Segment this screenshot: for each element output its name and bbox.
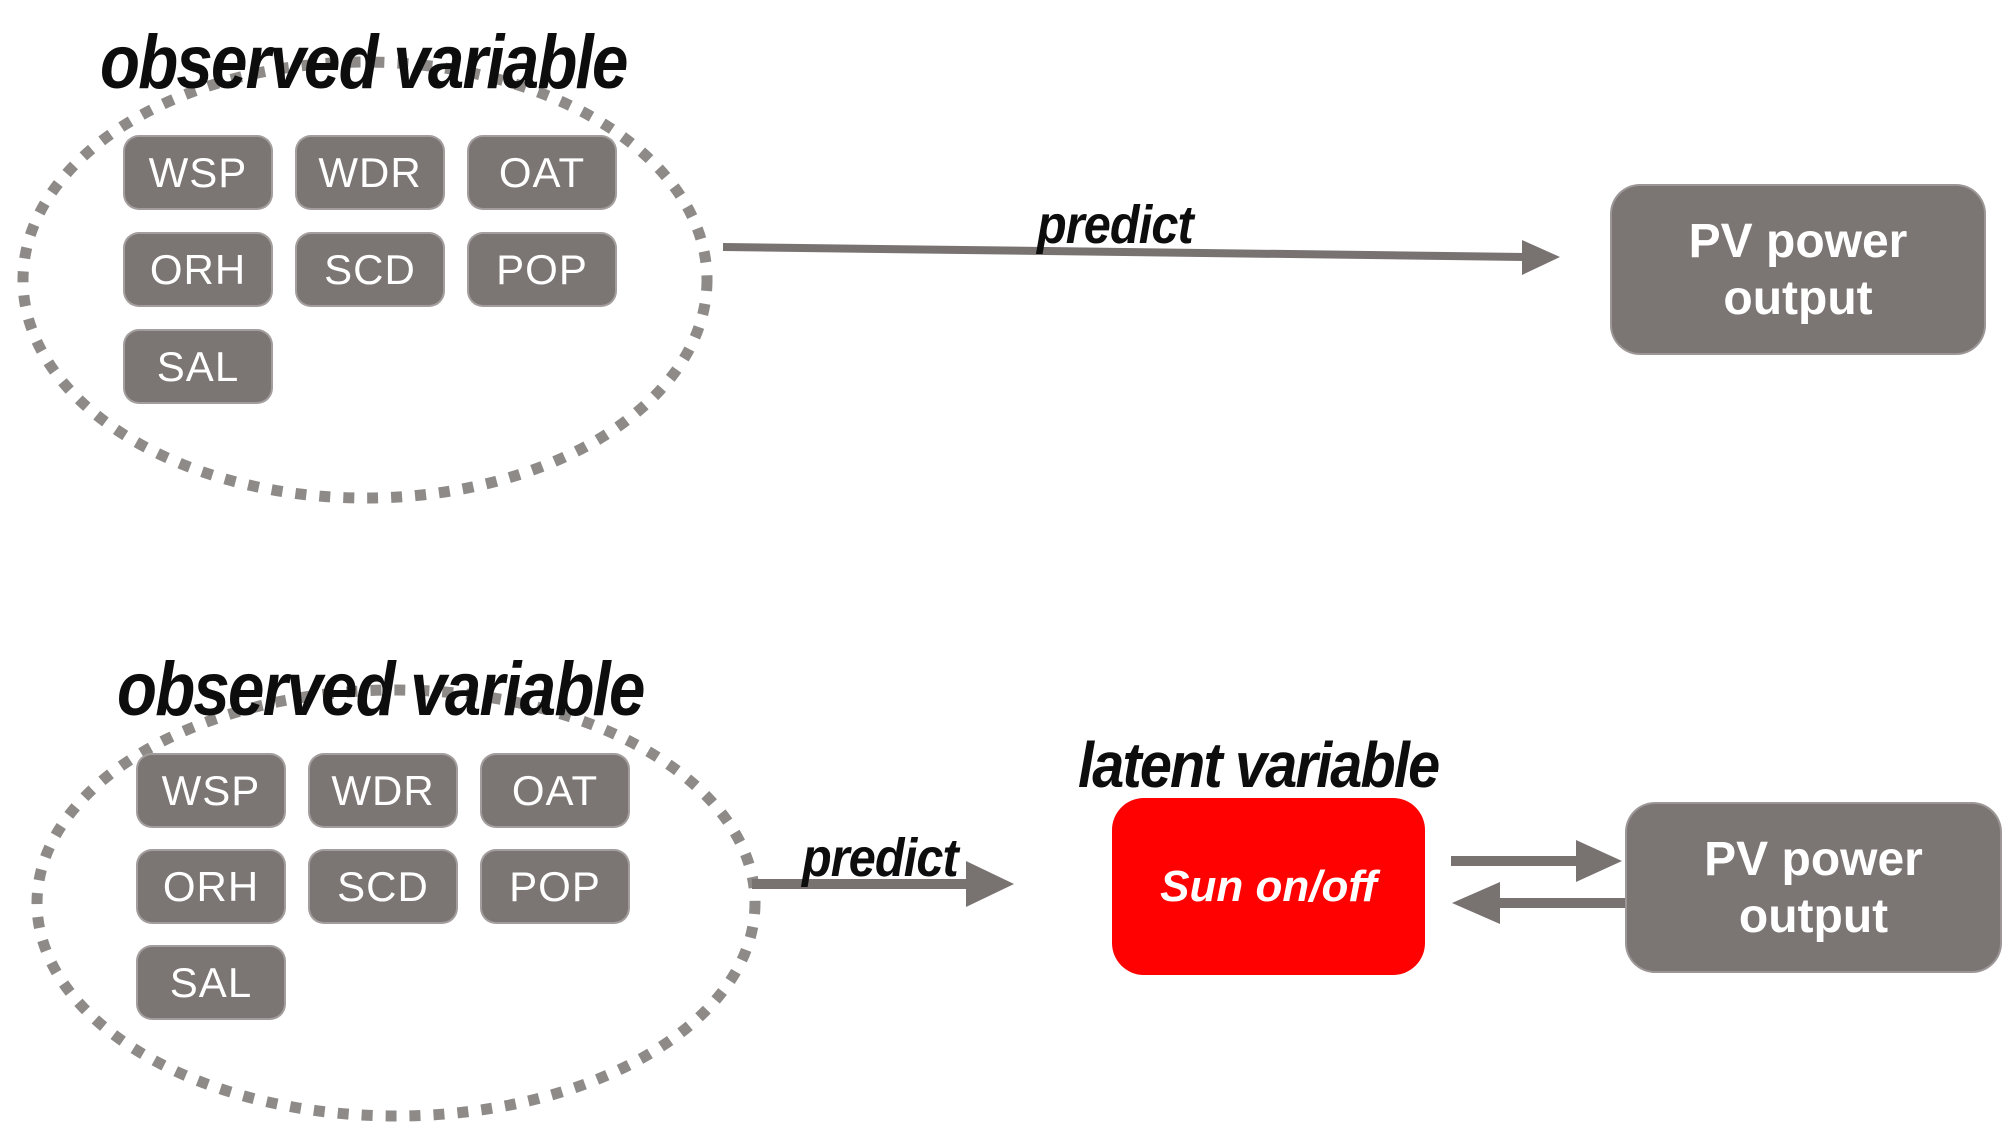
latent-to-pv-arrow-head [1576, 840, 1622, 882]
pv-output-line1: PV power [1704, 832, 1923, 886]
var-label: ORH [162, 862, 260, 910]
pv-to-latent-arrow-head [1452, 882, 1500, 924]
var-label: OAT [511, 766, 599, 814]
var-label: SCD [324, 245, 416, 293]
var-label: WDR [318, 148, 422, 196]
var-box-pop-top: POP [467, 232, 617, 307]
predict-arrow-top-head [1522, 240, 1560, 275]
var-label: SAL [156, 342, 240, 390]
predict-arrow-top-shaft [722, 243, 1527, 261]
pv-power-output-box-bottom: PV power output [1625, 802, 2002, 973]
var-label: WSP [161, 766, 261, 814]
var-box-oat-bottom: OAT [480, 753, 630, 828]
var-label: POP [496, 245, 588, 293]
var-box-scd-bottom: SCD [308, 849, 458, 924]
predict-label-bottom: predict [802, 828, 959, 888]
var-label: WSP [148, 148, 248, 196]
observed-variable-title-top: observed variable [100, 20, 628, 105]
var-box-wdr-bottom: WDR [308, 753, 458, 828]
var-box-wsp-bottom: WSP [136, 753, 286, 828]
var-box-sal-bottom: SAL [136, 945, 286, 1020]
var-box-scd-top: SCD [295, 232, 445, 307]
var-box-orh-top: ORH [123, 232, 273, 307]
var-box-pop-bottom: POP [480, 849, 630, 924]
pv-power-output-box-top: PV power output [1610, 184, 1986, 355]
var-label: SAL [169, 958, 253, 1006]
var-label: POP [509, 862, 601, 910]
var-label: OAT [498, 148, 586, 196]
pv-output-line2: output [1738, 889, 1889, 943]
observed-group-ellipse-bottom [31, 684, 761, 1122]
predict-label-top: predict [1037, 195, 1194, 255]
latent-variable-title: latent variable [1078, 729, 1440, 801]
pv-output-line2: output [1723, 271, 1873, 325]
var-box-oat-top: OAT [467, 135, 617, 210]
latent-value-label: Sun on/off [1160, 861, 1377, 911]
predict-arrow-bottom-head [966, 861, 1014, 907]
sun-on-off-box: Sun on/off [1112, 798, 1425, 975]
var-label: ORH [149, 245, 247, 293]
var-box-sal-top: SAL [123, 329, 273, 404]
var-box-wdr-top: WDR [295, 135, 445, 210]
var-label: WDR [331, 766, 435, 814]
pv-output-line1: PV power [1688, 214, 1908, 268]
observed-group-ellipse-top [17, 56, 713, 504]
observed-variable-title-bottom: observed variable [117, 647, 645, 732]
var-box-orh-bottom: ORH [136, 849, 286, 924]
var-label: SCD [337, 862, 429, 910]
var-box-wsp-top: WSP [123, 135, 273, 210]
